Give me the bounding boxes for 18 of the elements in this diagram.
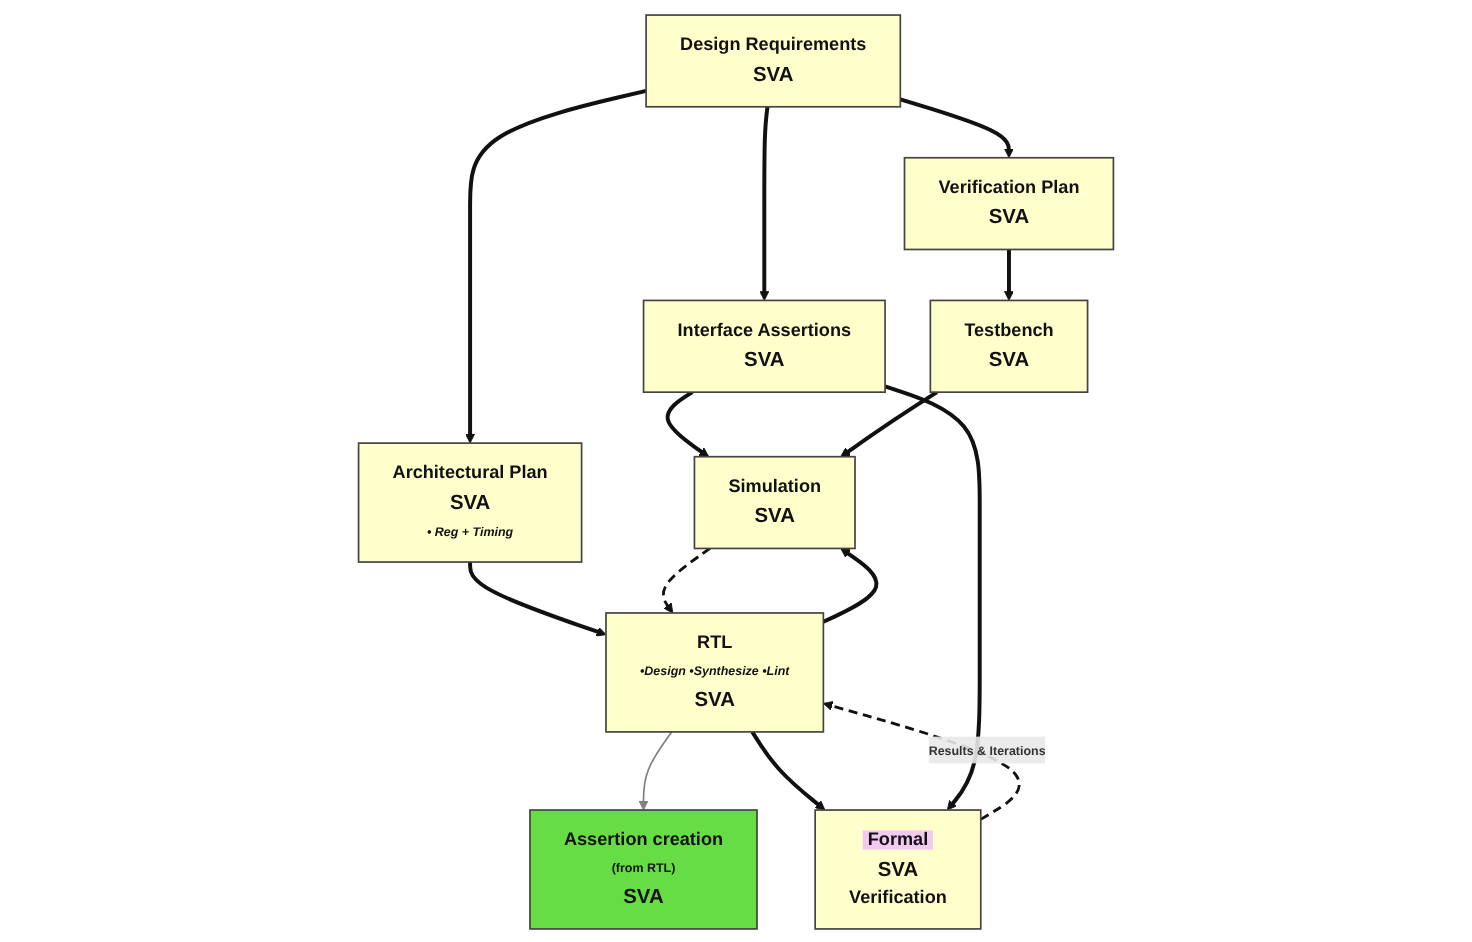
node-box: Design Requirements SVA bbox=[645, 13, 902, 107]
arrow bbox=[465, 87, 647, 443]
arrow bbox=[750, 729, 826, 810]
arrow bbox=[468, 561, 607, 636]
node-box: Interface Assertions SVA bbox=[642, 298, 886, 392]
arrow bbox=[759, 105, 770, 300]
arrow bbox=[1004, 248, 1014, 300]
node-box: Verification Plan SVA bbox=[903, 155, 1115, 250]
arrow bbox=[884, 383, 982, 810]
node-box: Formal SVA Verification bbox=[814, 808, 982, 929]
arrow bbox=[665, 389, 710, 457]
arrow bbox=[840, 389, 939, 457]
arrow bbox=[899, 96, 1014, 158]
arrow bbox=[638, 730, 673, 810]
node-box: Simulation SVA bbox=[693, 454, 856, 549]
arrow bbox=[822, 547, 879, 623]
node-box: Testbench SVA bbox=[929, 298, 1089, 392]
arrow bbox=[662, 546, 711, 613]
